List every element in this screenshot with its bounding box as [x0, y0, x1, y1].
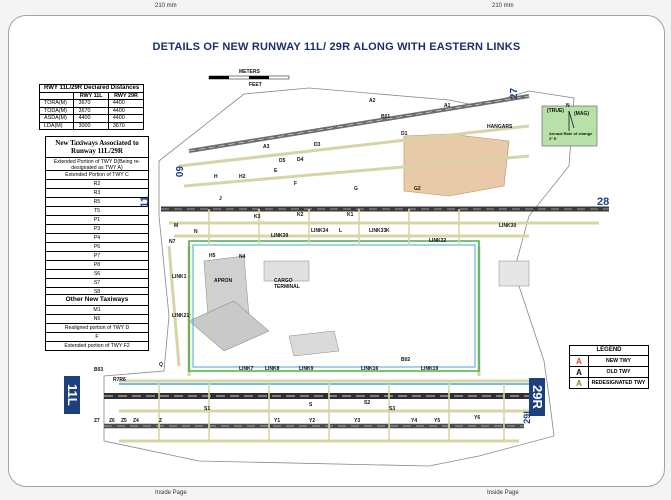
- list-item: R5: [46, 198, 148, 207]
- list-item: S8: [93, 289, 101, 295]
- list-item: S6: [46, 270, 148, 279]
- runway-29l-label: 29L: [521, 408, 532, 424]
- list-item: P6: [46, 243, 148, 252]
- list-item: T5: [46, 207, 148, 216]
- list-item: S7: [46, 279, 148, 288]
- dimension-label-right: 210 mm: [492, 3, 514, 9]
- list-item: F: [46, 333, 148, 342]
- list-item: R3: [46, 189, 148, 198]
- declared-title: RWY 11L/29R Declared Distances: [38, 84, 145, 93]
- building-east: [498, 260, 530, 287]
- list-item: P8: [46, 261, 148, 270]
- list-item: M1: [46, 306, 148, 315]
- col-11l: RWY 11L: [73, 91, 109, 100]
- connectors: [158, 209, 505, 441]
- list-item: P3: [46, 225, 148, 234]
- airport-map: [103, 75, 609, 467]
- list-item: Realigned portion of TWY D: [46, 324, 148, 333]
- other-taxiways-panel: Other New Taxiways M1 N6 Realigned porti…: [45, 294, 149, 351]
- list-item: Extended portion of TWY F2: [64, 343, 130, 349]
- col-29r: RWY 29R: [107, 91, 145, 100]
- footer-left: Inside Page: [155, 490, 187, 496]
- map-sheet: DETAILS OF NEW RUNWAY 11L/ 29R ALONG WIT…: [8, 15, 665, 487]
- cargo-terminal: [263, 260, 310, 282]
- legend-title: LEGEND: [570, 346, 648, 356]
- map-title: DETAILS OF NEW RUNWAY 11L/ 29R ALONG WIT…: [152, 41, 521, 53]
- apron-block: [288, 330, 340, 357]
- runway-11-label: 11: [138, 196, 151, 208]
- runway-28-label: 28: [597, 196, 610, 208]
- scale-bar: [208, 75, 290, 80]
- list-item: P4: [46, 234, 148, 243]
- runway-09-label: 09: [175, 165, 187, 178]
- footer-right: Inside Page: [487, 490, 519, 496]
- list-item: P1: [46, 216, 148, 225]
- list-item: Extended Portion of TWY D(Being re-desig…: [46, 158, 148, 171]
- other-taxiways-title: Other New Taxiways: [46, 295, 148, 306]
- list-item: N6: [46, 315, 148, 324]
- runway-27-label: 27: [509, 87, 521, 100]
- list-item: Extended Portion of TWY C: [46, 171, 148, 180]
- list-item: P7: [46, 252, 148, 261]
- runway-29r-badge: 29R: [529, 378, 545, 416]
- new-taxiways-panel: New Taxiways Associated to Runway 11L/29…: [45, 136, 149, 297]
- new-taxiways-title: New Taxiways Associated to Runway 11L/29…: [46, 137, 148, 158]
- list-item: R2: [46, 180, 148, 189]
- eastern-link-loop: [119, 240, 534, 385]
- apron-south: [188, 300, 270, 352]
- dimension-label-left: 210 mm: [155, 3, 177, 9]
- taxiways: [119, 124, 599, 443]
- runway-11l-badge: 11L: [64, 376, 80, 414]
